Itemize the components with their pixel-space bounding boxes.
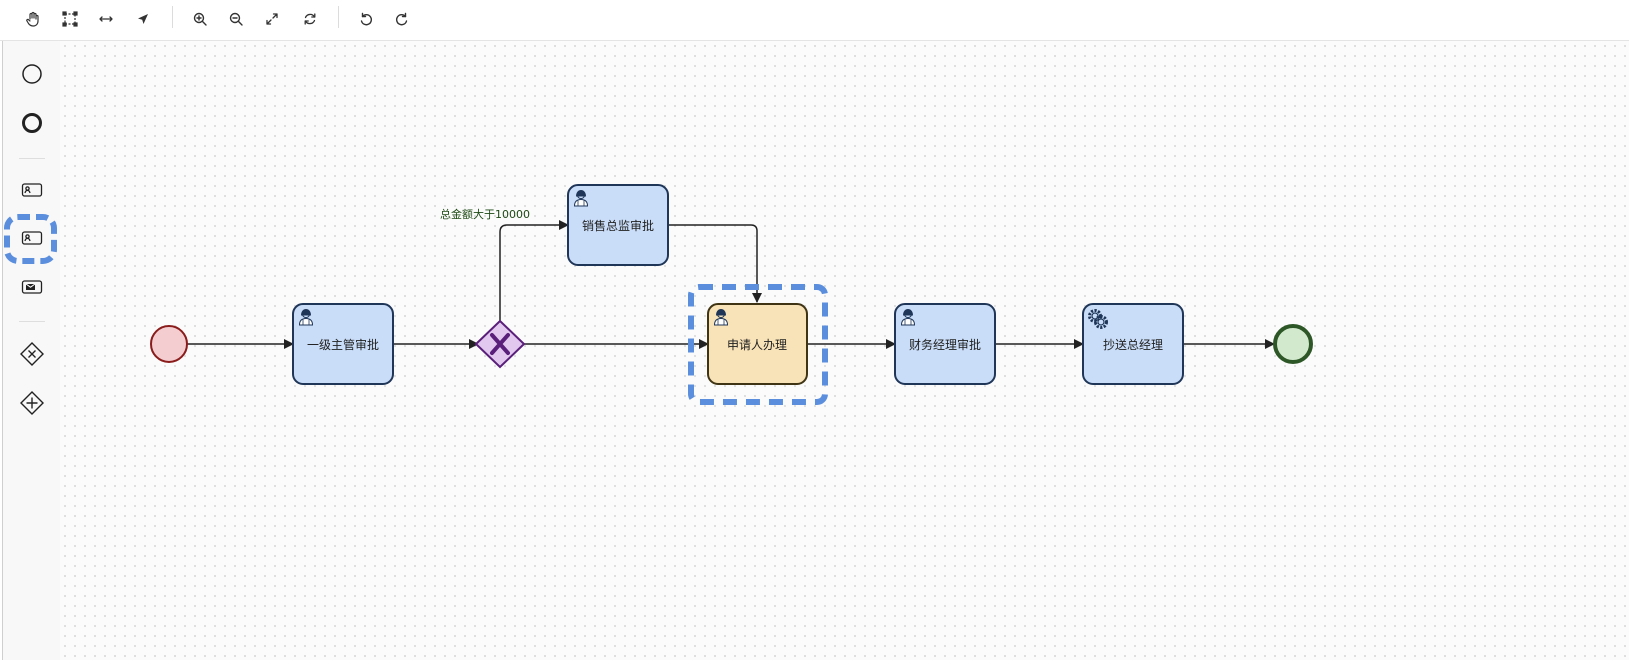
expand-icon [266, 13, 278, 25]
palette-exclusive-gateway[interactable] [17, 339, 47, 369]
end-event-icon [22, 113, 42, 133]
undo-icon [360, 12, 373, 26]
sequence-flows [187, 220, 1275, 349]
lasso-tool-button[interactable] [57, 6, 83, 32]
exclusive-gateway[interactable] [474, 319, 526, 369]
connect-tool-button[interactable] [130, 6, 156, 32]
redo-icon [395, 12, 408, 26]
zoom-in-icon [193, 12, 207, 26]
user-task-icon [21, 183, 43, 197]
space-tool-button[interactable] [93, 6, 119, 32]
task-label: 抄送总经理 [1103, 337, 1163, 352]
zoom-in-button[interactable] [187, 6, 213, 32]
task-finance-manager-approval[interactable]: 财务经理审批 [894, 303, 996, 385]
palette-end-event[interactable] [17, 108, 47, 138]
hand-tool-button[interactable] [20, 6, 46, 32]
exclusive-gateway-icon [20, 342, 44, 366]
undo-button[interactable] [353, 6, 379, 32]
gateway-x-icon [490, 333, 510, 355]
flow-t2-to-t3[interactable] [668, 224, 762, 303]
task-level1-approval[interactable]: 一级主管审批 [292, 303, 394, 385]
task-label: 一级主管审批 [307, 337, 379, 352]
parallel-gateway-icon [20, 391, 44, 415]
zoom-out-button[interactable] [223, 6, 249, 32]
horizontal-space-icon [99, 16, 113, 22]
palette-message-task[interactable] [17, 272, 47, 302]
user-task-icon [21, 231, 43, 245]
toolbar [0, 0, 1629, 41]
redo-button[interactable] [389, 6, 415, 32]
hand-icon [26, 11, 39, 27]
flow-gateway-to-t2[interactable] [499, 220, 569, 322]
palette-start-event[interactable] [17, 59, 47, 89]
palette-parallel-gateway[interactable] [17, 388, 47, 418]
task-label: 财务经理审批 [909, 337, 981, 352]
toolbar-separator [338, 6, 339, 28]
task-cc-general-manager[interactable]: 抄送总经理 [1082, 303, 1184, 385]
palette-separator [19, 158, 45, 159]
gear-icon [1088, 309, 1108, 329]
reset-button[interactable] [297, 6, 323, 32]
palette-separator [19, 321, 45, 322]
message-task-icon [21, 280, 43, 294]
zoom-out-icon [229, 12, 243, 26]
refresh-icon [304, 13, 316, 25]
end-event[interactable] [1273, 324, 1313, 364]
selection-outline [688, 284, 828, 405]
palette-user-task-2[interactable] [17, 223, 47, 253]
task-applicant-handle[interactable]: 申请人办理 [688, 284, 828, 405]
start-event-icon [22, 64, 42, 84]
flow-condition-label: 总金额大于10000 [440, 207, 530, 221]
fit-viewport-button[interactable] [259, 6, 285, 32]
start-event[interactable] [150, 325, 188, 363]
task-sales-director-approval[interactable]: 销售总监审批 [567, 184, 669, 266]
toolbar-separator [172, 6, 173, 28]
task-label: 申请人办理 [727, 337, 787, 352]
arrow-cursor-icon [138, 14, 148, 24]
palette-user-task[interactable] [17, 175, 47, 205]
lasso-select-icon [62, 11, 78, 27]
task-label: 销售总监审批 [582, 218, 654, 233]
